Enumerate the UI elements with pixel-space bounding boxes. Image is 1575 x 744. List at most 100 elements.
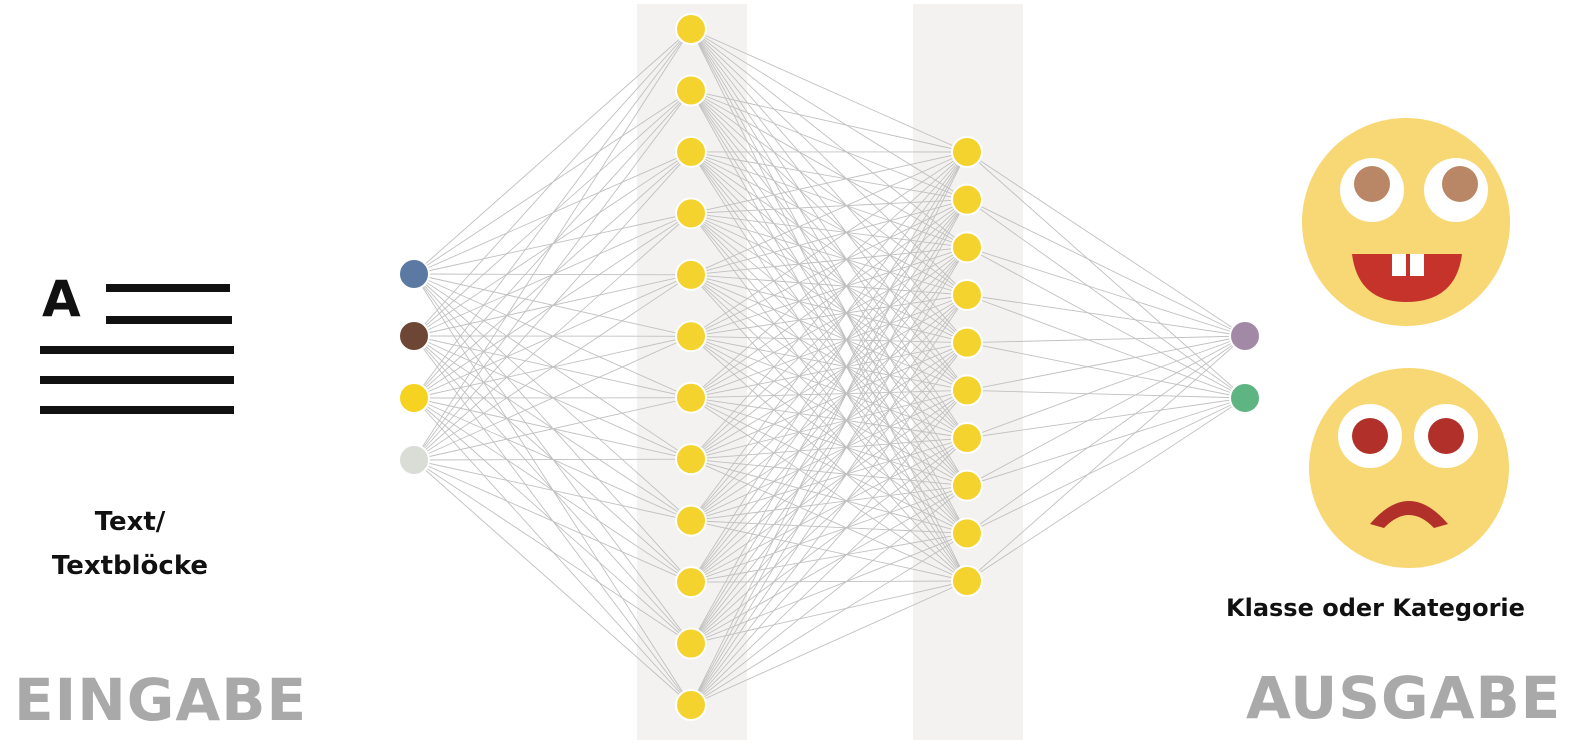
connection-line [413, 459, 692, 644]
connection-line [690, 580, 968, 583]
connection-line [690, 90, 968, 534]
connection-line [690, 151, 968, 399]
connection-line [413, 28, 692, 461]
connection-line [690, 485, 968, 583]
connection-line [690, 342, 968, 644]
connection-line [690, 335, 968, 344]
connection-line [690, 151, 968, 391]
connection-line [966, 342, 1246, 399]
connection-line [690, 246, 968, 337]
connection-line [966, 294, 1246, 337]
hidden-layer-2-neuron [951, 136, 983, 168]
connection-line [690, 151, 968, 201]
connection-line [690, 397, 968, 487]
doc-icon-line [40, 406, 234, 414]
connection-line [690, 294, 968, 706]
connection-line [690, 246, 968, 460]
connection-line [413, 459, 692, 583]
connection-line [966, 199, 1246, 399]
connection-line [966, 151, 1246, 399]
connection-line [690, 389, 968, 583]
connection-line [966, 335, 1246, 439]
network-connections [413, 28, 1246, 706]
connection-line [690, 90, 968, 343]
connection-line [690, 151, 968, 460]
text-document-icon: A [36, 274, 236, 423]
connection-line [690, 274, 968, 391]
doc-icon-line [40, 376, 234, 384]
connection-line [690, 390, 968, 706]
connection-line [690, 342, 968, 583]
connection-line [690, 28, 968, 391]
connection-line [690, 28, 968, 486]
hidden-layer-1-neuron [675, 627, 707, 660]
input-caption-line-2: Textblöcke [51, 551, 209, 581]
connection-line [966, 335, 1246, 487]
connection-line [690, 274, 968, 439]
connection-line [690, 28, 968, 534]
connection-line [690, 342, 968, 460]
connection-line [690, 151, 968, 344]
connection-line [690, 520, 968, 534]
connection-line [690, 335, 968, 534]
connection-line [966, 335, 1246, 391]
happy-face-icon [1302, 118, 1510, 326]
connection-line [690, 212, 968, 296]
connection-line [690, 294, 968, 644]
connection-line [690, 390, 968, 644]
connection-line [690, 335, 968, 391]
connection-line [690, 90, 968, 296]
connection-line [690, 28, 968, 153]
hidden-layer-2-neuron [951, 374, 983, 407]
connection-line [690, 294, 968, 521]
connection-line [966, 246, 1246, 399]
connection-line [413, 151, 692, 461]
connection-line [690, 247, 968, 521]
connection-line [690, 294, 968, 337]
connection-line [690, 437, 968, 522]
connection-line [690, 437, 968, 706]
hidden-layer-2-neuron [951, 326, 983, 359]
hidden-layer-2-neuron [951, 279, 983, 311]
hidden-layer-2-neuron [951, 422, 983, 454]
connection-line [690, 532, 968, 583]
connection-line [690, 520, 968, 582]
connection-line [690, 151, 968, 248]
connection-line [966, 397, 1246, 534]
doc-icon-line [106, 284, 230, 292]
output-section-label: AUSGABE [1246, 664, 1562, 732]
connection-line [690, 458, 968, 534]
connection-line [413, 458, 692, 461]
connection-line [690, 151, 968, 521]
connection-line [690, 246, 968, 276]
hidden-layer-1-neuron [675, 566, 707, 599]
connection-line [690, 90, 968, 486]
connection-line [966, 389, 1246, 399]
hidden-layer-1-neuron [675, 504, 707, 537]
connection-line [690, 199, 968, 644]
connection-line [690, 246, 968, 399]
connection-line [690, 28, 968, 439]
hidden-layer-1-neuron [675, 381, 707, 414]
connection-line [690, 397, 968, 439]
hidden-layer-1-neuron [675, 197, 707, 230]
connection-line [690, 247, 968, 583]
connection-line [690, 485, 968, 522]
connection-line [690, 199, 968, 337]
connection-line [966, 335, 1246, 582]
connection-line [690, 437, 968, 583]
hidden-layer-1-neuron [675, 320, 707, 353]
doc-icon-letter: A [42, 270, 81, 328]
input-caption-line-1: Text/ [94, 507, 166, 537]
connection-line [690, 151, 968, 276]
connection-line [690, 212, 968, 391]
connection-line [413, 28, 692, 399]
connection-line [690, 274, 968, 344]
output-layer-neuron [1229, 382, 1261, 414]
connection-line [690, 335, 968, 439]
connection-line [690, 532, 968, 644]
connection-line [690, 274, 968, 296]
connection-line [966, 294, 1246, 399]
connection-line [690, 213, 968, 486]
